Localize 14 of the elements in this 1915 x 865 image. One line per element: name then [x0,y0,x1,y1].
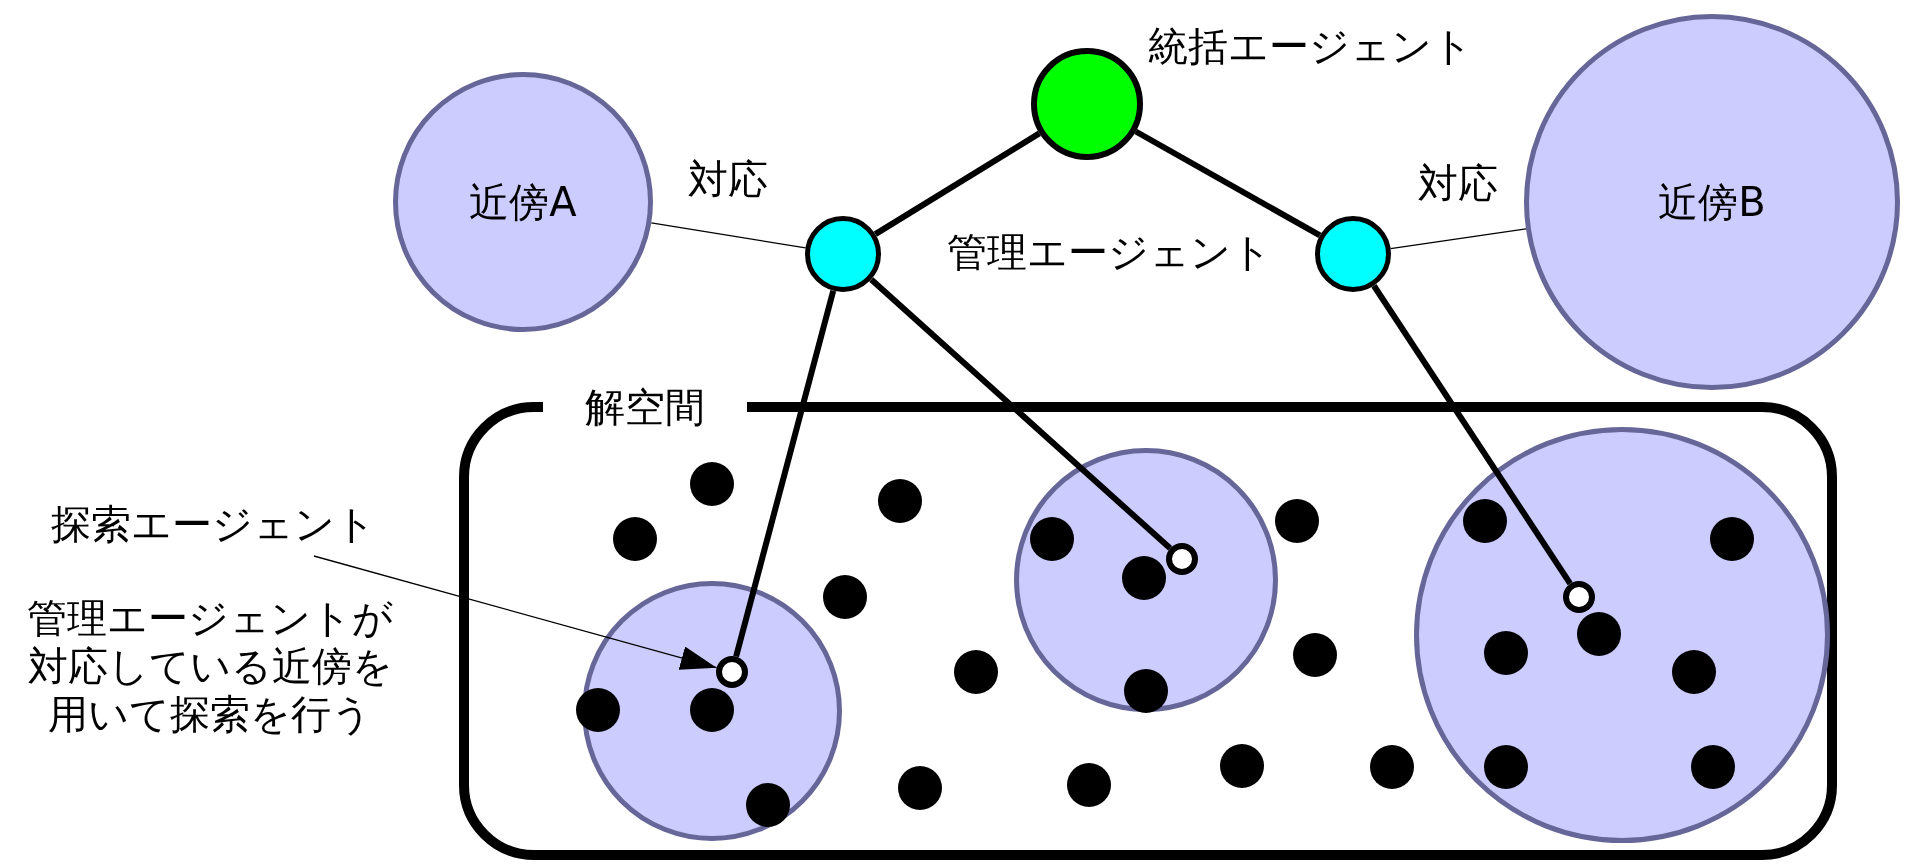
connector-line [873,130,1041,237]
neighborhood-label: 近傍A [468,178,578,226]
leader-arrow [313,555,718,673]
connector-line [869,277,1173,551]
connector-line [1134,128,1322,238]
connector-line [1371,284,1573,586]
callout-text: 探索エージェント [49,500,377,548]
connector-line [650,222,807,249]
agent-label: 統括エージェント [1148,22,1473,70]
connector-line [733,289,837,658]
neighborhood-label: 近傍B [1657,178,1767,226]
note-text: 管理エージェントが対応している近傍を用いて探索を行う [26,594,394,738]
agent-label: 管理エージェント [946,228,1272,276]
connector-line [1389,228,1527,250]
